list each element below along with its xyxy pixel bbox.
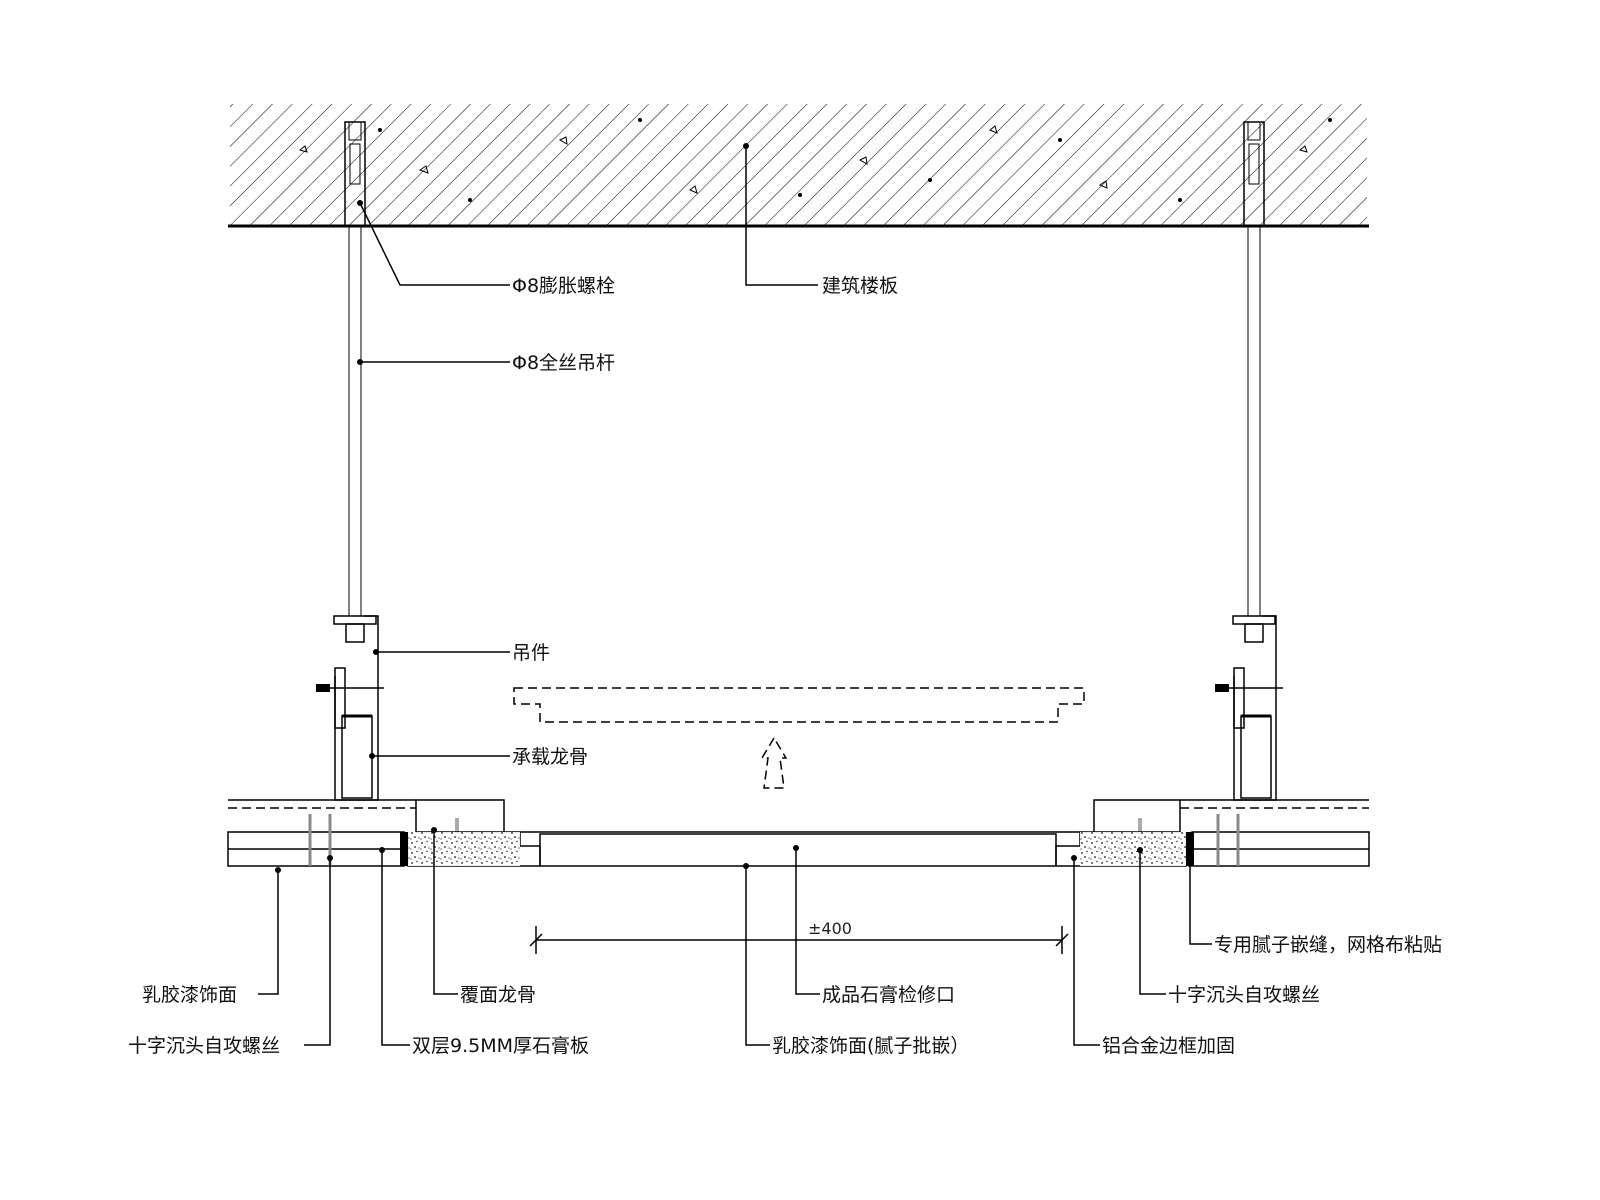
annotation-labels: Φ8膨胀螺栓 建筑楼板 Φ8全丝吊杆 吊件 承载龙骨 专用腻子嵌缝，网格布粘贴 … <box>128 275 1442 1057</box>
right-hanger-bolt <box>1215 684 1229 692</box>
label-cover-keel: 覆面龙骨 <box>460 984 536 1006</box>
left-gypsum-board <box>227 831 408 867</box>
dimension-line: ±400 <box>529 914 1069 954</box>
label-double-gypsum: 双层9.5MM厚石膏板 <box>412 1034 589 1057</box>
right-aluminum-frame <box>1055 799 1187 867</box>
leader-lines <box>258 143 1212 1046</box>
label-main-keel: 承载龙骨 <box>512 746 588 768</box>
left-threaded-rod <box>348 225 362 617</box>
left-hanger-assembly <box>316 121 384 801</box>
label-threaded-rod: Φ8全丝吊杆 <box>512 352 615 374</box>
left-aluminum-frame <box>407 799 541 867</box>
label-aluminum-frame: 铝合金边框加固 <box>1102 1035 1235 1057</box>
left-hanger-bolt <box>316 684 330 692</box>
label-access-panel: 成品石膏检修口 <box>822 983 955 1006</box>
lift-direction-arrow-icon <box>760 736 788 789</box>
slab-aggregate-marks <box>298 118 1332 202</box>
cover-keel-lines <box>228 799 1369 809</box>
right-main-keel <box>1240 715 1272 799</box>
right-threaded-rod <box>1247 225 1261 617</box>
label-screw-left: 十字沉头自攻螺丝 <box>128 1035 280 1057</box>
left-main-keel <box>341 715 373 799</box>
building-slab <box>228 104 1369 228</box>
label-building-slab: 建筑楼板 <box>822 275 898 297</box>
right-gypsum-board <box>1186 831 1370 867</box>
access-panel-board <box>520 831 1080 867</box>
access-panel-lifted <box>513 687 1085 723</box>
label-hanger: 吊件 <box>512 642 550 664</box>
label-latex-paint-putty: 乳胶漆饰面(腻子批嵌） <box>772 1035 969 1057</box>
label-screw-right: 十字沉头自攻螺丝 <box>1168 984 1320 1006</box>
label-special-putty: 专用腻子嵌缝，网格布粘贴 <box>1214 934 1442 956</box>
dimension-label: ±400 <box>808 919 852 938</box>
label-expansion-bolt: Φ8膨胀螺栓 <box>512 275 615 297</box>
label-latex-paint-left: 乳胶漆饰面 <box>142 984 237 1006</box>
